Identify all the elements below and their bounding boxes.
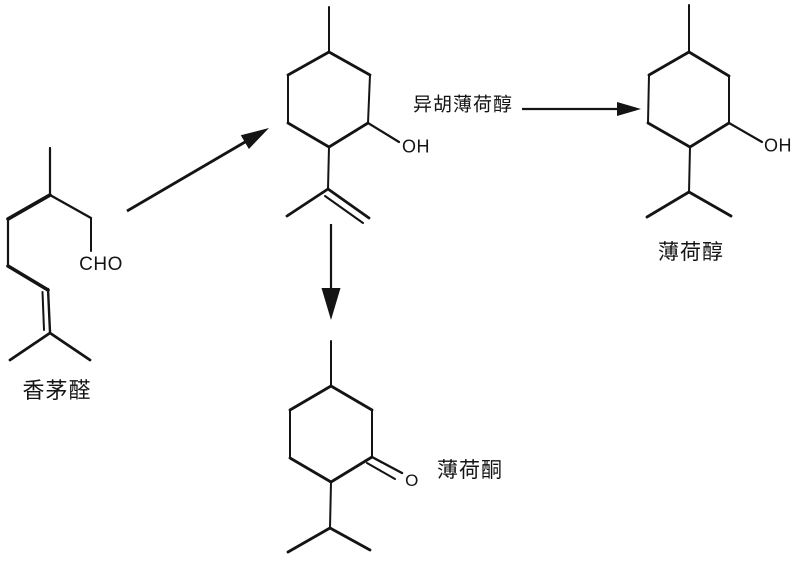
arrow-head: [617, 102, 641, 116]
bond: [286, 121, 331, 149]
bond: [326, 187, 371, 220]
citronellal-cho-atom-label: CHO: [79, 254, 123, 275]
isopulegol-name-label: 异胡薄荷醇: [412, 94, 514, 116]
bond: [647, 50, 691, 77]
bond: [367, 74, 371, 124]
arrow-head: [321, 288, 341, 320]
molecule-menthol: [645, 4, 764, 219]
bond: [41, 291, 45, 331]
bond: [328, 526, 372, 552]
bond: [327, 146, 330, 190]
bond: [329, 481, 332, 529]
isopulegol-oh-atom-label: OH: [402, 136, 430, 157]
bond: [324, 195, 364, 224]
bond: [688, 146, 691, 193]
bond: [688, 121, 731, 149]
menthone-name-label: 薄荷酮: [437, 459, 503, 482]
bond: [647, 74, 650, 124]
arrow-citronellal-to-isopulegol: [126, 128, 269, 213]
bond: [48, 331, 92, 362]
bond: [329, 455, 374, 484]
bond: [727, 121, 764, 144]
molecule-citronellal: [6, 146, 93, 362]
bond: [646, 121, 692, 149]
bond: [645, 190, 691, 219]
citronellal-name-label: 香茅醛: [22, 378, 92, 403]
bond: [288, 456, 333, 484]
arrow-isopulegol-to-menthone: [321, 224, 341, 320]
bond: [327, 121, 370, 149]
bond: [288, 384, 333, 412]
menthol-name-label: 薄荷醇: [658, 241, 724, 264]
bond: [6, 193, 52, 221]
menthol-oh-atom-label: OH: [764, 135, 792, 156]
arrow-shaft: [126, 139, 249, 213]
bond: [286, 526, 332, 554]
bond: [366, 462, 396, 480]
bond: [327, 50, 372, 77]
bond: [48, 193, 93, 220]
bond: [46, 287, 52, 334]
bond: [6, 264, 50, 292]
bond: [8, 331, 52, 362]
bond: [687, 190, 733, 218]
bond: [329, 384, 374, 412]
bond: [370, 455, 404, 475]
arrow-head: [240, 128, 269, 150]
menthone-carbonyl-o-atom-label: O: [405, 471, 419, 490]
molecule-menthone: [286, 340, 404, 554]
bond: [366, 121, 401, 144]
molecule-isopulegol: [285, 6, 401, 224]
arrow-isopulegol-to-menthol: [522, 102, 641, 116]
bond: [687, 50, 731, 78]
bond: [286, 50, 331, 77]
bond: [285, 187, 330, 218]
